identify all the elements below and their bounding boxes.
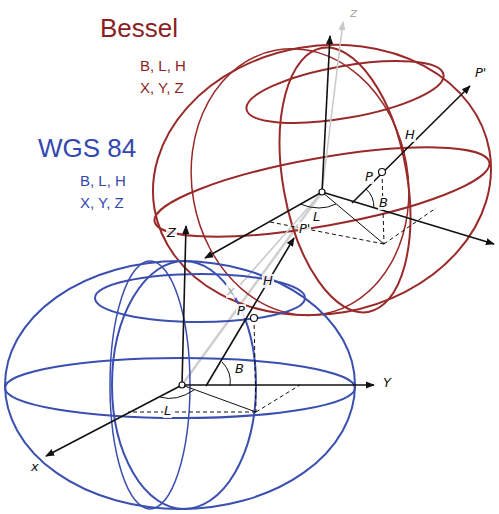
parallel-circle [95,274,305,322]
parallel-circle [242,49,448,135]
axis-label: x [226,284,236,298]
dashed-line [384,208,436,244]
angle-label: B [234,362,245,376]
datum-title: Bessel [100,14,178,43]
point-label: P [236,304,246,318]
axis-label: x [30,460,40,474]
equator [149,129,496,255]
axis-label: z [349,6,358,20]
coordinate-list: X, Y, Z [80,195,124,212]
height-label: H [262,274,274,288]
bessel-ellipsoid [131,19,499,342]
normal-line [352,86,470,203]
axis-line [322,36,330,192]
meridian [261,37,430,322]
wgs84-dashes [128,318,300,412]
point-label: P [364,170,374,184]
point-label: P' [298,222,311,236]
bessel-dashes [270,172,436,244]
height-label: H [404,128,416,142]
datum-title: WGS 84 [38,134,136,163]
wgs84-angle-arcs [160,362,230,398]
angle-label: L [312,210,321,224]
ellipsoid-outline [131,19,499,342]
coordinate-list: X, Y, Z [140,80,184,97]
axis-label: Z [166,226,177,240]
point-marker [379,169,386,176]
origin-marker [179,382,185,388]
bessel-axes [205,36,494,258]
angle-arc [300,204,336,208]
axis-line [205,192,322,258]
normal-line [206,238,294,386]
dashed-line [256,385,300,412]
faint-axes [240,22,343,285]
angle-label: B [378,196,389,210]
projection-line [322,192,384,244]
coordinate-list: B, L, H [80,173,126,190]
dashed-line [254,318,256,412]
angle-arc [222,362,230,386]
projection-line [182,385,256,412]
axis-line [46,385,182,456]
bessel-angle-arcs [300,189,374,208]
axis-line [322,192,494,244]
point-label: P' [474,66,487,80]
datum-shift-line [182,192,322,385]
dashed-line [270,222,384,244]
meridian [110,261,190,509]
angle-arc [366,189,374,208]
equator [5,358,355,418]
angle-label: L [163,404,172,418]
dashed-line [128,412,256,413]
axis-line [322,22,343,192]
axis-line [182,384,374,386]
angle-arc [160,390,194,398]
point-marker [251,315,258,322]
origin-marker [319,189,325,195]
axis-line [182,226,186,385]
coordinate-list: B, L, H [140,58,186,75]
wgs84-axes [46,226,374,456]
axis-label: Y [382,376,392,390]
meridian [170,31,429,332]
